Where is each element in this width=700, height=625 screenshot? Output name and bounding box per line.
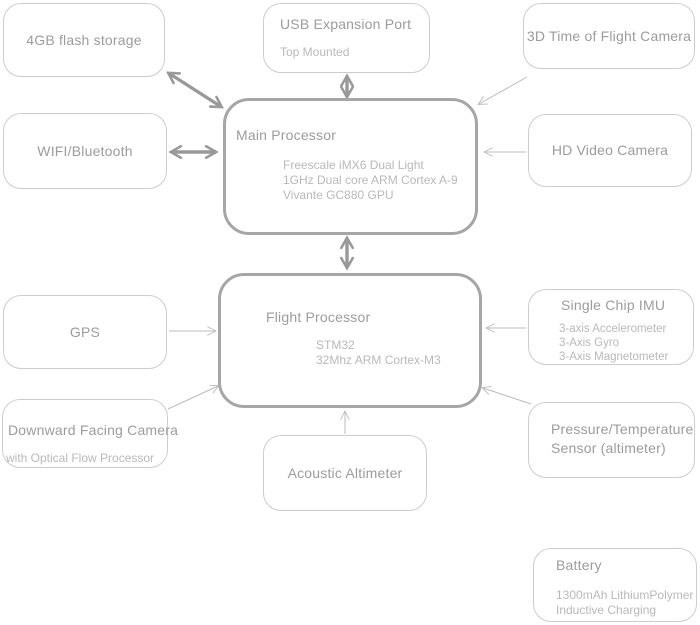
spec-line: STM32 [316,338,355,352]
node-dfc-subtitle: with Optical Flow Processor [6,451,155,465]
node-single-chip-imu: Single Chip IMU 3-axis Accelerometer 3-A… [528,289,694,365]
spec-line: 3-Axis Gyro [559,337,620,349]
node-main-processor-title: Main Processor [236,127,337,143]
node-battery-specs: 1300mAh LithiumPolymer Inductive Chargin… [556,588,693,618]
node-main-processor: Main Processor Freescale iMX6 Dual Light… [223,98,478,235]
node-flight-processor-title: Flight Processor [266,309,371,325]
spec-line: Vivante GC880 GPU [283,188,394,202]
spec-line: 3-Axis Magnetometer [559,351,669,363]
node-flash-storage: 4GB flash storage [3,3,165,77]
node-imu-title: Single Chip IMU [561,297,666,313]
node-main-processor-specs: Freescale iMX6 Dual Light 1GHz Dual core… [283,158,458,203]
spec-line: Freescale iMX6 Dual Light [283,158,424,172]
node-flash-storage-label: 4GB flash storage [26,31,142,48]
node-wifi-bluetooth: WIFI/Bluetooth [3,113,167,189]
spec-line: 1300mAh LithiumPolymer [556,588,694,602]
node-acoustic-altimeter: Acoustic Altimeter [263,435,427,511]
node-battery: Battery 1300mAh LithiumPolymer Inductive… [533,548,697,622]
node-tof-camera: 3D Time of Flight Camera [523,3,695,69]
node-downward-facing-camera: Downward Facing Camera with Optical Flow… [2,399,178,468]
spec-line: 3-axis Accelerometer [559,323,667,335]
node-wifi-bluetooth-label: WIFI/Bluetooth [37,142,133,159]
node-usb-subtitle: Top Mounted [280,45,350,59]
node-tof-camera-label: 3D Time of Flight Camera [526,27,692,44]
arrow-dfc-flight [167,384,220,410]
node-gps: GPS [3,295,167,369]
spec-line: Inductive Charging [556,603,657,617]
node-gps-label: GPS [69,323,101,340]
node-flight-processor: Flight Processor STM32 32Mhz ARM Cortex-… [218,273,482,408]
node-pressure-sensor-label: Pressure/Temperature Sensor (altimeter) [551,421,694,456]
arrow-pressure-flight [481,385,532,405]
spec-line: 1GHz Dual core ARM Cortex A-9 [283,173,458,187]
arrow-flash-main [166,71,224,109]
node-imu-specs: 3-axis Accelerometer 3-Axis Gyro 3-Axis … [559,322,668,364]
node-hd-video-camera-label: HD Video Camera [551,142,669,158]
node-pressure-temperature-sensor: Pressure/Temperature Sensor (altimeter) [528,402,695,478]
node-dfc-title: Downward Facing Camera [8,422,179,438]
node-usb-expansion-port: USB Expansion Port Top Mounted [263,3,430,73]
spec-line: 32Mhz ARM Cortex-M3 [316,353,441,367]
node-acoustic-altimeter-label: Acoustic Altimeter [287,464,403,481]
node-flight-processor-specs: STM32 32Mhz ARM Cortex-M3 [316,338,441,368]
node-usb-title: USB Expansion Port [280,16,412,32]
node-battery-title: Battery [556,557,602,573]
arrow-tof-main [477,76,528,105]
node-hd-video-camera: HD Video Camera [528,114,692,187]
